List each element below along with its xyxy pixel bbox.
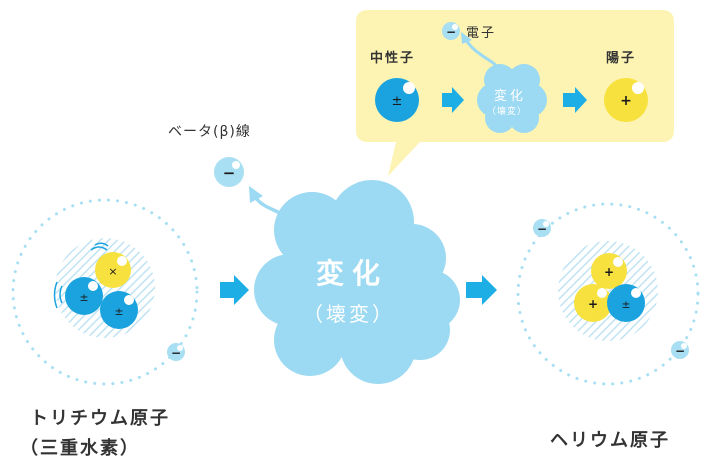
helium-label: ヘリウム原子 <box>550 430 670 451</box>
tritium-proton-symbol: × <box>108 265 117 278</box>
tritium-orbit <box>11 198 199 386</box>
neutron-label: 中性子 <box>370 51 416 66</box>
arrow-to-helium <box>466 275 497 305</box>
helium-orbit <box>516 202 700 386</box>
beta-ray-label: ベータ(β)線 <box>168 124 251 140</box>
tritium-sublabel: （三重水素） <box>20 438 140 459</box>
callout-arrow-1 <box>442 87 464 113</box>
emitted-electron-small: − <box>442 22 460 40</box>
helium-proton-2-symbol: + <box>588 297 598 311</box>
beta-emission-path <box>254 196 304 239</box>
proton-particle: + <box>604 78 648 122</box>
helium-electron-2-symbol: − <box>675 344 685 358</box>
tritium-electron-symbol: − <box>171 346 181 360</box>
decay-cloud <box>254 180 460 384</box>
callout-arrow-2 <box>563 87 587 113</box>
tritium-neutron-2-symbol: ± <box>114 305 123 318</box>
electron-emission-path <box>464 39 502 71</box>
helium-atom: + + ± − − <box>516 202 700 386</box>
electron-label: 電子 <box>466 26 497 41</box>
arrow-to-decay <box>220 275 249 305</box>
proton-label: 陽子 <box>606 51 637 66</box>
beta-electron-symbol: − <box>223 164 236 182</box>
helium-electron-1-symbol: − <box>537 222 547 236</box>
tritium-atom: × ± ± − <box>11 198 199 386</box>
small-change-label: 変化 <box>494 89 527 104</box>
helium-proton-1-symbol: + <box>604 265 614 279</box>
helium-neutron-symbol: ± <box>621 298 630 311</box>
beta-electron: − <box>214 157 244 187</box>
emitted-electron-symbol: − <box>446 25 456 39</box>
proton-symbol: + <box>620 93 632 109</box>
small-change-sublabel: （壊変） <box>487 107 528 117</box>
electron-emission-arrowhead <box>461 32 472 44</box>
tritium-neutron-1-symbol: ± <box>79 291 88 304</box>
tritium-label: トリチウム原子 <box>30 408 170 429</box>
beta-emission-arrowhead <box>249 186 263 203</box>
decay-sublabel: （壊変） <box>303 302 395 326</box>
small-change-cloud <box>477 64 547 133</box>
neutron-particle: ± <box>375 78 419 122</box>
neutron-symbol: ± <box>392 94 403 109</box>
decay-label: 変化 <box>316 257 389 290</box>
